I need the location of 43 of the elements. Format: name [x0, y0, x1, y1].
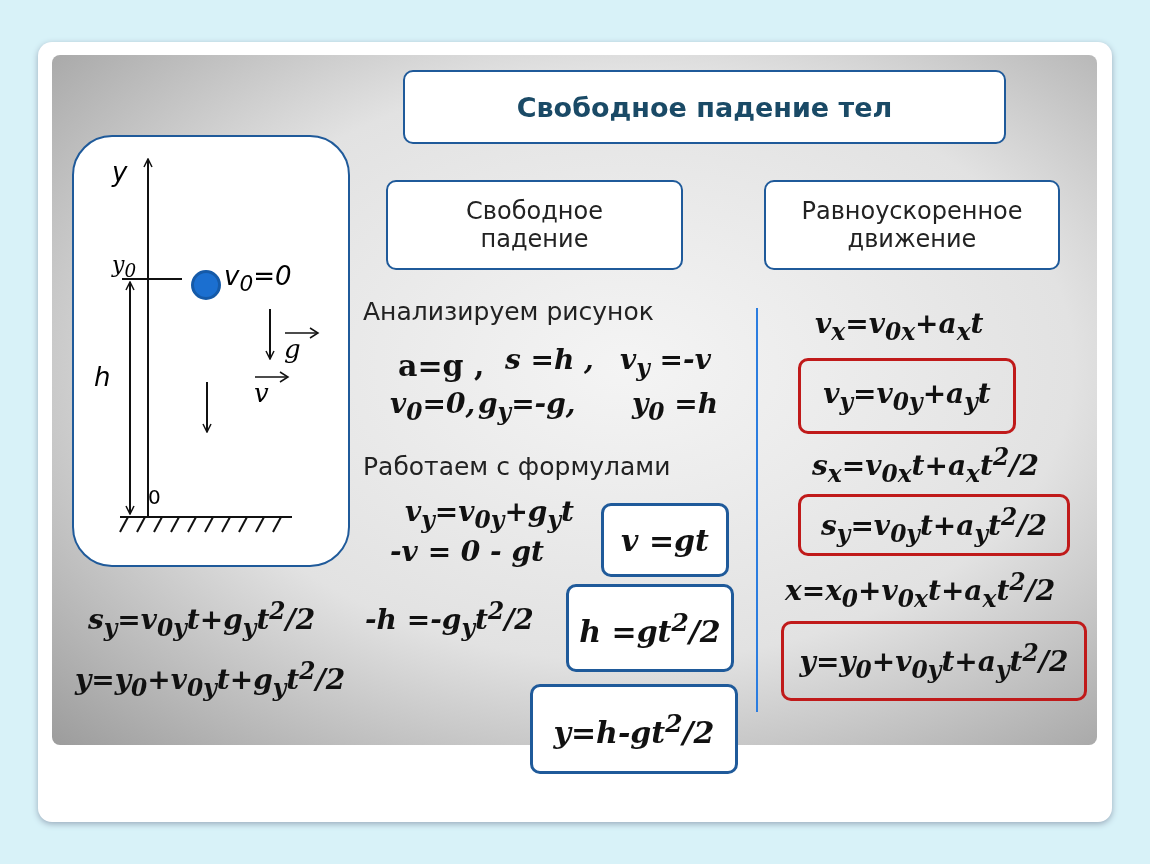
formula: v =gt — [621, 522, 709, 558]
axis-label: v$_{0}$=0 — [224, 261, 292, 297]
formula: g$_{y}$=-g, — [478, 387, 576, 426]
formula: y$_{0}$ =h — [632, 387, 719, 426]
formula-box — [798, 494, 1070, 556]
drawing-panel — [72, 135, 350, 567]
formula: s =h , — [505, 343, 594, 376]
formula: v$_{y}$=v$_{0y}$+g$_{y}$t — [405, 495, 574, 534]
formula: s$_{y}$=v$_{0y}$t+a$_{y}$t$^{2}$/2 — [821, 502, 1047, 548]
formula: v$_{0}$=0, — [390, 387, 476, 426]
formula: v$_{y}$ =-v — [620, 343, 711, 382]
vector-label: g — [284, 334, 301, 364]
formula-box — [566, 584, 734, 672]
axis-label: h — [94, 362, 111, 392]
section-heading: Работаем с формулами — [363, 452, 671, 481]
formula: v$_{x}$=v$_{0x}$+a$_{x}$t — [815, 307, 984, 346]
title-box — [403, 70, 1006, 144]
axis-label: y — [112, 157, 128, 187]
formula-box — [530, 684, 738, 774]
formula-box — [601, 503, 729, 577]
formula: y=h-gt$^{2}$/2 — [553, 708, 715, 750]
formula: s$_{x}$=v$_{0x}$t+a$_{x}$t$^{2}$/2 — [812, 443, 1039, 488]
section-heading: Анализируем рисунок — [363, 297, 654, 326]
formula-box — [781, 621, 1087, 701]
formula: s$_{y}$=v$_{0y}$t+g$_{y}$t$^{2}$/2 — [88, 597, 316, 642]
axis-label: 0 — [148, 485, 161, 509]
ball — [191, 270, 221, 300]
formula: y=y$_{0}$+v$_{0y}$t+a$_{y}$t$^{2}$/2 — [799, 638, 1069, 684]
title: Свободное падение тел — [516, 91, 893, 123]
category-box — [764, 180, 1060, 270]
axis-label: y$_{0}$ — [112, 252, 137, 282]
formula: y=y$_{0}$+v$_{0y}$t+g$_{y}$t$^{2}$/2 — [75, 657, 346, 702]
formula: v$_{y}$=v$_{0y}$+a$_{y}$t — [823, 376, 991, 416]
category-label: Свободное падение — [465, 197, 604, 253]
vector-label: v — [254, 378, 269, 408]
formula: -v = 0 - gt — [390, 535, 544, 568]
formula: x=x$_{0}$+v$_{0x}$t+a$_{x}$t$^{2}$/2 — [785, 568, 1056, 613]
category-box — [386, 180, 683, 270]
formula-box — [798, 358, 1016, 434]
category-label: Равноускоренное движение — [800, 197, 1024, 253]
formula: -h =-g$_{y}$t$^{2}$/2 — [365, 597, 534, 642]
formula: a=g , — [398, 348, 485, 383]
formula: h =gt$^{2}$/2 — [579, 607, 721, 649]
